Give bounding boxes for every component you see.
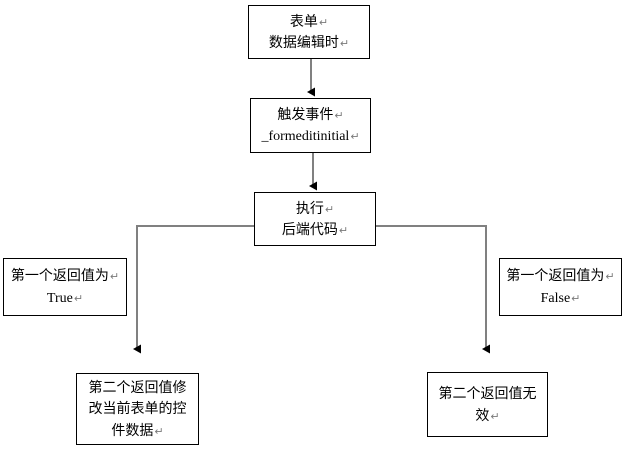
return-mark-icon: ↵	[318, 15, 329, 29]
return-mark-icon: ↵	[334, 108, 344, 122]
node-second-return-modify[interactable]: 第二个返回值修 改当前表单的控 件数据↵	[76, 373, 199, 445]
node-second-return-modify-line2: 改当前表单的控	[88, 401, 187, 418]
connector-backend-to-invalid	[375, 225, 490, 354]
node-run-backend-line2: 后端代码↵	[281, 222, 349, 238]
node-second-return-modify-line1: 第二个返回值修	[88, 380, 187, 397]
connector-backend-to-modify	[133, 225, 254, 354]
node-first-return-false-line2: False↵	[540, 290, 581, 306]
node-first-return-false-line1: 第一个返回值为↵	[506, 268, 615, 285]
return-mark-icon: ↵	[571, 291, 581, 305]
node-first-return-false[interactable]: 第一个返回值为↵ False↵	[499, 258, 622, 316]
return-mark-icon: ↵	[490, 409, 500, 423]
node-form-edit-line2: 数据编辑时↵	[268, 35, 350, 51]
node-second-return-modify-line3: 件数据↵	[111, 422, 164, 439]
return-mark-icon: ↵	[73, 291, 84, 305]
return-mark-icon: ↵	[339, 37, 350, 50]
return-mark-icon: ↵	[324, 202, 335, 216]
node-trigger-event[interactable]: 触发事件↵ _formeditinitial↵	[250, 98, 371, 153]
return-mark-icon: ↵	[350, 130, 360, 143]
return-mark-icon: ↵	[154, 424, 164, 438]
return-mark-icon: ↵	[338, 224, 349, 237]
node-first-return-true[interactable]: 第一个返回值为↵ True↵	[3, 258, 127, 316]
return-mark-icon: ↵	[605, 270, 615, 284]
node-form-edit-line1: 表单↵	[289, 13, 329, 30]
node-run-backend-line1: 执行↵	[295, 200, 335, 217]
node-trigger-event-line1: 触发事件↵	[277, 106, 344, 123]
node-second-return-invalid-line2: 效↵	[475, 407, 500, 424]
node-first-return-true-line2: True↵	[46, 290, 84, 306]
node-run-backend[interactable]: 执行↵ 后端代码↵	[254, 192, 376, 246]
node-second-return-invalid-line1: 第二个返回值无	[438, 386, 537, 403]
node-form-edit[interactable]: 表单↵ 数据编辑时↵	[248, 5, 370, 59]
return-mark-icon: ↵	[109, 270, 120, 284]
node-second-return-invalid[interactable]: 第二个返回值无 效↵	[427, 372, 548, 437]
node-trigger-event-line2: _formeditinitial↵	[261, 129, 360, 144]
node-first-return-true-line1: 第一个返回值为↵	[10, 268, 120, 285]
